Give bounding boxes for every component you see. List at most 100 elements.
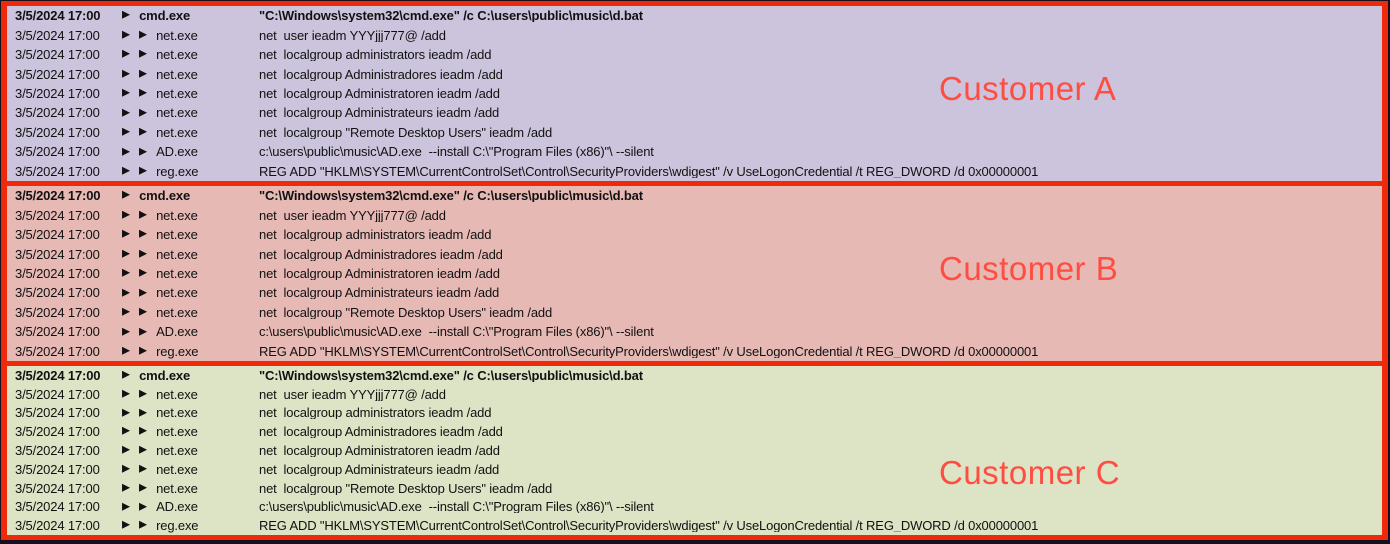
customer-section-c: 3/5/2024 17:00 ▶ cmd.exe "C:\Windows\sys… — [1, 361, 1388, 540]
event-timestamp: 3/5/2024 17:00 — [15, 443, 100, 459]
customer-section-a: 3/5/2024 17:00 ▶ cmd.exe "C:\Windows\sys… — [1, 1, 1388, 181]
log-row[interactable]: 3/5/2024 17:00 ▶ ▶ reg.exe REG ADD "HKLM… — [7, 162, 1382, 181]
process-log-rows: 3/5/2024 17:00 ▶ cmd.exe "C:\Windows\sys… — [7, 6, 1382, 181]
process-cell: ▶ ▶ net.exe — [122, 248, 259, 261]
command-line: net localgroup Administratoren ieadm /ad… — [259, 444, 500, 458]
log-row[interactable]: 3/5/2024 17:00 ▶ ▶ net.exe net localgrou… — [7, 64, 1382, 83]
command-line: net localgroup "Remote Desktop Users" ie… — [259, 305, 553, 319]
log-row[interactable]: 3/5/2024 17:00 ▶ ▶ AD.exe c:\users\publi… — [7, 322, 1382, 341]
process-tree-arrow-icon: ▶ ▶ — [122, 86, 151, 99]
command-line: c:\users\public\music\AD.exe --install C… — [259, 145, 654, 159]
process-cell: ▶ ▶ net.exe — [122, 68, 259, 81]
process-tree-arrow-icon: ▶ ▶ — [122, 286, 151, 299]
command-line: net localgroup Administrateurs ieadm /ad… — [259, 106, 500, 120]
process-tree-arrow-icon: ▶ — [122, 188, 134, 201]
process-name: net.exe — [156, 480, 198, 496]
process-name: net.exe — [156, 304, 198, 320]
event-timestamp: 3/5/2024 17:00 — [15, 343, 100, 359]
process-name: net.exe — [156, 66, 198, 82]
process-cell: ▶ ▶ net.exe — [122, 267, 259, 280]
event-timestamp: 3/5/2024 17:00 — [15, 367, 101, 383]
command-line: net localgroup administrators ieadm /add — [259, 48, 492, 62]
event-timestamp: 3/5/2024 17:00 — [15, 66, 100, 82]
process-cell: ▶ ▶ net.exe — [122, 286, 259, 299]
log-row[interactable]: 3/5/2024 17:00 ▶ cmd.exe "C:\Windows\sys… — [7, 186, 1382, 205]
process-tree-arrow-icon: ▶ ▶ — [122, 67, 151, 80]
log-row[interactable]: 3/5/2024 17:00 ▶ ▶ net.exe net localgrou… — [7, 441, 1382, 460]
event-timestamp: 3/5/2024 17:00 — [15, 405, 100, 421]
log-row[interactable]: 3/5/2024 17:00 ▶ ▶ net.exe net localgrou… — [7, 225, 1382, 244]
process-cell: ▶ ▶ AD.exe — [122, 145, 259, 158]
process-name: net.exe — [156, 47, 198, 63]
process-cell: ▶ ▶ net.exe — [122, 228, 259, 241]
event-timestamp: 3/5/2024 17:00 — [15, 227, 100, 243]
log-row[interactable]: 3/5/2024 17:00 ▶ ▶ net.exe net localgrou… — [7, 45, 1382, 64]
event-timestamp: 3/5/2024 17:00 — [15, 105, 100, 121]
log-row[interactable]: 3/5/2024 17:00 ▶ ▶ net.exe net localgrou… — [7, 422, 1382, 441]
log-row[interactable]: 3/5/2024 17:00 ▶ ▶ net.exe net localgrou… — [7, 103, 1382, 122]
process-name: cmd.exe — [139, 367, 191, 383]
process-tree-arrow-icon: ▶ — [122, 368, 134, 381]
process-name: cmd.exe — [139, 8, 191, 24]
log-row[interactable]: 3/5/2024 17:00 ▶ ▶ net.exe net localgrou… — [7, 244, 1382, 263]
event-timestamp: 3/5/2024 17:00 — [15, 324, 100, 340]
process-cell: ▶ ▶ net.exe — [122, 463, 259, 476]
process-cell: ▶ ▶ reg.exe — [122, 165, 259, 178]
process-tree-arrow-icon: ▶ ▶ — [122, 305, 151, 318]
command-line: net localgroup Administradores ieadm /ad… — [259, 425, 503, 439]
log-row[interactable]: 3/5/2024 17:00 ▶ cmd.exe "C:\Windows\sys… — [7, 366, 1382, 385]
event-timestamp: 3/5/2024 17:00 — [15, 461, 100, 477]
log-row[interactable]: 3/5/2024 17:00 ▶ ▶ net.exe net localgrou… — [7, 84, 1382, 103]
event-timestamp: 3/5/2024 17:00 — [15, 188, 101, 204]
log-row[interactable]: 3/5/2024 17:00 ▶ ▶ net.exe net user iead… — [7, 205, 1382, 224]
process-name: reg.exe — [156, 343, 199, 359]
log-row[interactable]: 3/5/2024 17:00 ▶ ▶ net.exe net localgrou… — [7, 479, 1382, 498]
process-cell: ▶ ▶ net.exe — [122, 29, 259, 42]
event-timestamp: 3/5/2024 17:00 — [15, 124, 100, 140]
process-name: cmd.exe — [139, 188, 191, 204]
log-row[interactable]: 3/5/2024 17:00 ▶ ▶ reg.exe REG ADD "HKLM… — [7, 342, 1382, 361]
log-row[interactable]: 3/5/2024 17:00 ▶ ▶ reg.exe REG ADD "HKLM… — [7, 516, 1382, 535]
command-line: net user ieadm YYYjjj777@ /add — [259, 208, 446, 222]
log-row[interactable]: 3/5/2024 17:00 ▶ cmd.exe "C:\Windows\sys… — [7, 6, 1382, 25]
process-cell: ▶ ▶ net.exe — [122, 406, 259, 419]
process-cell: ▶ cmd.exe — [122, 369, 259, 382]
log-row[interactable]: 3/5/2024 17:00 ▶ ▶ net.exe net localgrou… — [7, 303, 1382, 322]
command-line: "C:\Windows\system32\cmd.exe" /c C:\user… — [259, 189, 643, 203]
log-row[interactable]: 3/5/2024 17:00 ▶ ▶ AD.exe c:\users\publi… — [7, 142, 1382, 161]
event-timestamp: 3/5/2024 17:00 — [15, 285, 100, 301]
command-line: net localgroup Administratoren ieadm /ad… — [259, 86, 500, 100]
process-tree-arrow-icon: ▶ ▶ — [122, 424, 151, 437]
process-tree-arrow-icon: ▶ ▶ — [122, 406, 151, 419]
process-tree-arrow-icon: ▶ — [122, 8, 134, 21]
process-name: net.exe — [156, 124, 198, 140]
log-row[interactable]: 3/5/2024 17:00 ▶ ▶ AD.exe c:\users\publi… — [7, 497, 1382, 516]
log-row[interactable]: 3/5/2024 17:00 ▶ ▶ net.exe net user iead… — [7, 25, 1382, 44]
process-name: AD.exe — [156, 324, 198, 340]
log-row[interactable]: 3/5/2024 17:00 ▶ ▶ net.exe net localgrou… — [7, 404, 1382, 423]
command-line: net localgroup Administradores ieadm /ad… — [259, 67, 503, 81]
log-row[interactable]: 3/5/2024 17:00 ▶ ▶ net.exe net user iead… — [7, 385, 1382, 404]
process-name: AD.exe — [156, 144, 198, 160]
event-timestamp: 3/5/2024 17:00 — [15, 207, 100, 223]
log-row[interactable]: 3/5/2024 17:00 ▶ ▶ net.exe net localgrou… — [7, 460, 1382, 479]
process-name: net.exe — [156, 265, 198, 281]
event-timestamp: 3/5/2024 17:00 — [15, 304, 100, 320]
process-cell: ▶ cmd.exe — [122, 9, 259, 22]
log-row[interactable]: 3/5/2024 17:00 ▶ ▶ net.exe net localgrou… — [7, 123, 1382, 142]
process-tree-arrow-icon: ▶ ▶ — [122, 247, 151, 260]
log-row[interactable]: 3/5/2024 17:00 ▶ ▶ net.exe net localgrou… — [7, 283, 1382, 302]
event-timestamp: 3/5/2024 17:00 — [15, 47, 100, 63]
event-timestamp: 3/5/2024 17:00 — [15, 163, 100, 179]
process-name: net.exe — [156, 285, 198, 301]
command-line: net localgroup Administrateurs ieadm /ad… — [259, 286, 500, 300]
log-row[interactable]: 3/5/2024 17:00 ▶ ▶ net.exe net localgrou… — [7, 264, 1382, 283]
process-tree-arrow-icon: ▶ ▶ — [122, 387, 151, 400]
process-tree-arrow-icon: ▶ ▶ — [122, 227, 151, 240]
command-line: net localgroup administrators ieadm /add — [259, 228, 492, 242]
process-tree-arrow-icon: ▶ ▶ — [122, 462, 151, 475]
event-timestamp: 3/5/2024 17:00 — [15, 424, 100, 440]
command-line: c:\users\public\music\AD.exe --install C… — [259, 325, 654, 339]
process-cell: ▶ ▶ net.exe — [122, 126, 259, 139]
process-log-rows: 3/5/2024 17:00 ▶ cmd.exe "C:\Windows\sys… — [7, 366, 1382, 535]
